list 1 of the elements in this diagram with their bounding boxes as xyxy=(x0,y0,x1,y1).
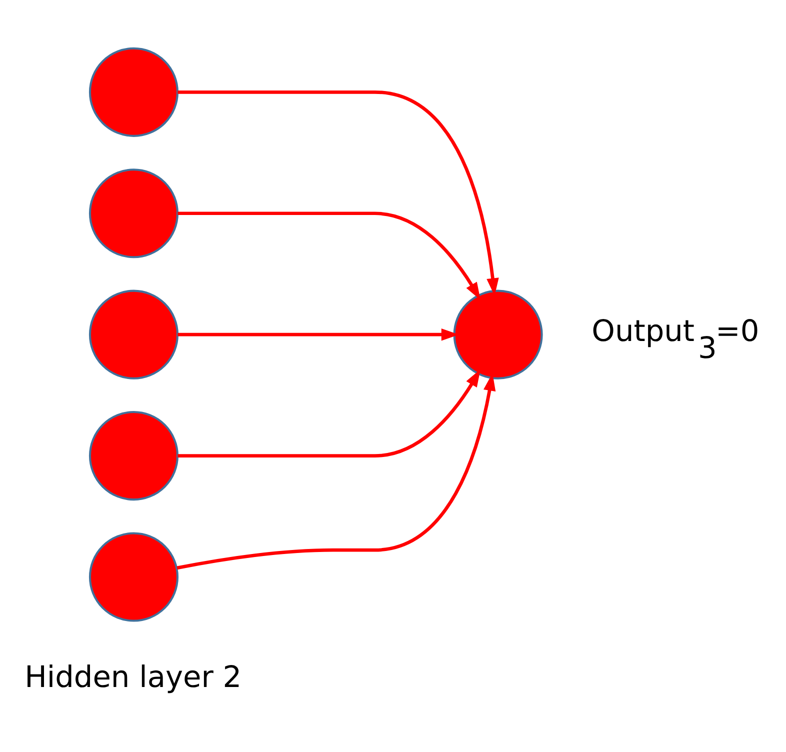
label: Hidden layer 2 xyxy=(24,660,242,694)
